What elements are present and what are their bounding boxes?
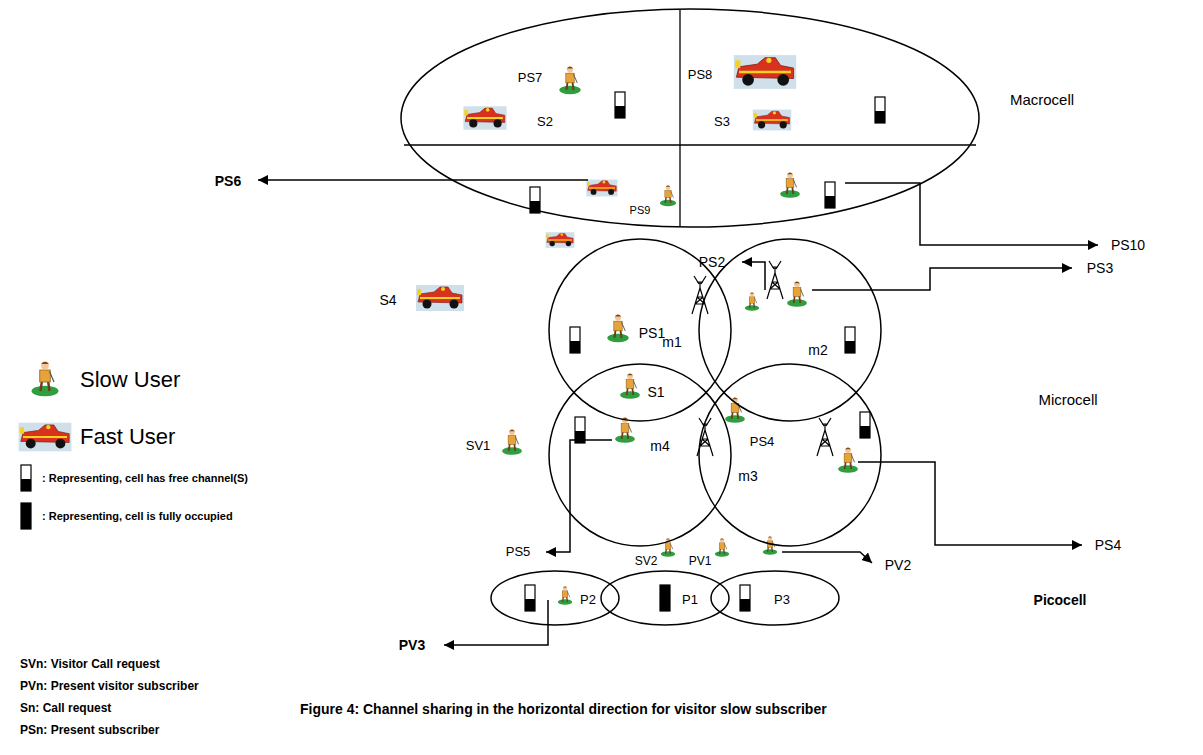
cell-name: Macrocell bbox=[1010, 91, 1074, 108]
cell-outline bbox=[698, 363, 882, 547]
slow-user-icon bbox=[502, 429, 522, 454]
subscriber-label: SV2 bbox=[635, 555, 658, 569]
fast-user-icon bbox=[734, 55, 796, 89]
leader-arrow bbox=[782, 552, 872, 563]
picocell: P3 bbox=[710, 570, 840, 626]
quadrant-line bbox=[404, 144, 976, 145]
base-station-tower bbox=[767, 261, 783, 299]
subscriber-label: S2 bbox=[537, 115, 553, 130]
quadrant-line bbox=[679, 10, 680, 226]
tier-label: Picocell bbox=[1034, 592, 1087, 608]
slow-user-icon bbox=[763, 536, 777, 554]
free-channel-symbol bbox=[615, 92, 625, 118]
slow-user-icon bbox=[838, 447, 858, 472]
free-channel-symbol bbox=[575, 417, 585, 443]
cell-name: m4 bbox=[650, 438, 669, 454]
subscriber-label: PS7 bbox=[518, 71, 543, 86]
leader-arrow bbox=[858, 462, 1082, 545]
subscriber-label: PV1 bbox=[689, 555, 712, 569]
slow-user-icon bbox=[660, 185, 676, 206]
subscriber-label: PS1 bbox=[639, 325, 665, 341]
subscriber-label: S4 bbox=[379, 292, 396, 308]
fast-user-icon bbox=[463, 106, 506, 129]
free-channel-symbol bbox=[875, 97, 885, 123]
free-channel-symbol bbox=[845, 327, 855, 353]
macrocell: Macrocell bbox=[400, 8, 980, 228]
leader-arrow bbox=[845, 183, 1098, 245]
slow-user-icon bbox=[787, 281, 807, 306]
legend-text: Fast User bbox=[80, 424, 175, 449]
cell-name: P1 bbox=[682, 593, 698, 608]
microcell: m3 bbox=[698, 363, 882, 547]
cell-outline bbox=[400, 8, 980, 228]
slow-user-icon bbox=[725, 397, 745, 422]
subscriber-label: PS4 bbox=[1095, 537, 1121, 553]
notation-note: PVn: Present visitor subscriber bbox=[20, 680, 199, 694]
fast-user-icon bbox=[19, 423, 72, 452]
subscriber-label: PS9 bbox=[630, 204, 651, 217]
cell-outline bbox=[698, 238, 882, 422]
subscriber-label: PS5 bbox=[506, 545, 531, 560]
subscriber-label: PS4 bbox=[750, 435, 775, 450]
fast-user-icon bbox=[753, 110, 791, 131]
legend-text: : Representing, cell has free channel(S) bbox=[42, 472, 248, 485]
notation-note: PSn: Present subscriber bbox=[20, 724, 159, 738]
fast-user-icon bbox=[586, 180, 617, 197]
cell-name: P2 bbox=[580, 593, 596, 608]
subscriber-label: PS10 bbox=[1111, 237, 1145, 253]
slow-user-icon bbox=[745, 292, 759, 310]
free-channel-symbol bbox=[21, 465, 31, 491]
fast-user-icon bbox=[546, 232, 575, 248]
microcell: m2 bbox=[698, 238, 882, 422]
free-channel-symbol bbox=[825, 182, 835, 208]
slow-user-icon bbox=[558, 586, 572, 604]
tier-label: Microcell bbox=[1038, 391, 1097, 408]
leader-arrow bbox=[444, 600, 548, 645]
cell-name: P3 bbox=[774, 593, 790, 608]
figure-caption: Figure 4: Channel sharing in the horizon… bbox=[300, 701, 827, 717]
slow-user-icon bbox=[32, 362, 59, 397]
occupied-channel-symbol bbox=[660, 585, 670, 611]
subscriber-label: PV3 bbox=[399, 637, 425, 653]
subscriber-label: PS8 bbox=[688, 68, 713, 83]
subscriber-label: PS2 bbox=[699, 254, 725, 270]
subscriber-label: PS3 bbox=[1087, 260, 1113, 276]
subscriber-label: PV2 bbox=[885, 557, 911, 573]
free-channel-symbol bbox=[525, 585, 535, 611]
subscriber-label: PS6 bbox=[215, 173, 241, 189]
subscriber-label: SV1 bbox=[466, 439, 491, 454]
cell-outline bbox=[548, 363, 732, 547]
free-channel-symbol bbox=[860, 412, 870, 438]
slow-user-icon bbox=[559, 66, 581, 94]
notation-note: SVn: Visitor Call request bbox=[20, 658, 160, 672]
fast-user-icon bbox=[416, 285, 464, 311]
cell-name: m3 bbox=[738, 468, 757, 484]
subscriber-label: S3 bbox=[714, 115, 730, 130]
occupied-channel-symbol bbox=[21, 503, 31, 529]
microcell: m4 bbox=[548, 363, 732, 547]
slow-user-icon bbox=[780, 172, 800, 197]
leader-arrow bbox=[546, 440, 612, 552]
slow-user-icon bbox=[607, 314, 629, 342]
free-channel-symbol bbox=[570, 327, 580, 353]
subscriber-label: S1 bbox=[647, 384, 664, 400]
leader-arrow bbox=[258, 179, 588, 181]
legend-text: Slow User bbox=[80, 367, 180, 392]
base-station-tower bbox=[817, 418, 833, 456]
leader-arrow bbox=[812, 268, 1072, 290]
notation-note: Sn: Call request bbox=[20, 702, 111, 716]
cell-name: m2 bbox=[808, 342, 827, 358]
slow-user-icon bbox=[620, 373, 640, 398]
slow-user-icon bbox=[715, 538, 729, 556]
leader-arrow bbox=[742, 262, 765, 290]
legend-text: : Representing, cell is fully occupied bbox=[42, 510, 233, 523]
free-channel-symbol bbox=[740, 585, 750, 611]
